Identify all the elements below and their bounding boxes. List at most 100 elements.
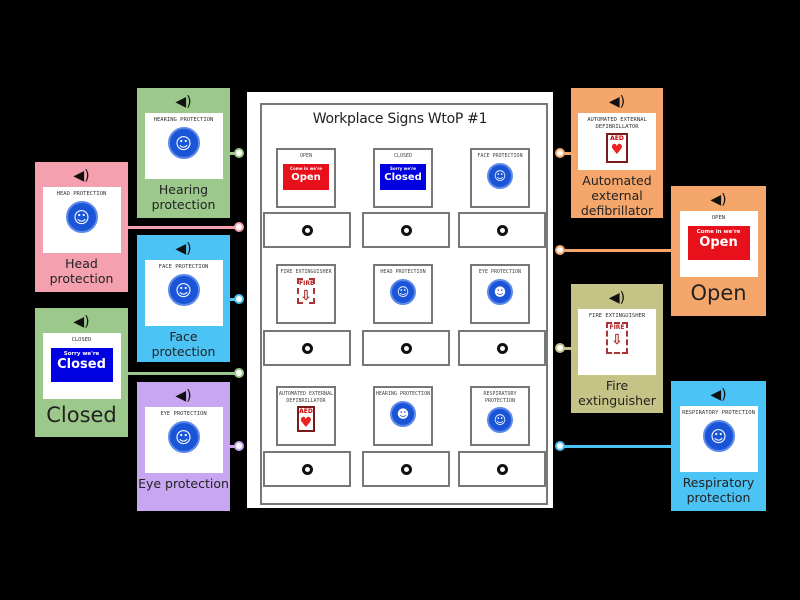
sign-box: Hearing protection☻: [373, 386, 433, 446]
drop-zone[interactable]: [458, 212, 546, 248]
connector-dot[interactable]: [555, 441, 565, 451]
card-image-caption: Hearing protection: [153, 117, 214, 123]
drop-target-ring[interactable]: [400, 463, 412, 475]
label-card-fire[interactable]: ◀)Fire extinguisherFIRE⇩Fire extinguishe…: [571, 284, 663, 413]
card-image: Respiratory protection☺: [679, 406, 758, 472]
card-label: Face protection: [151, 329, 216, 359]
aed-sign-icon: AED♥: [297, 406, 315, 432]
drop-zone[interactable]: [458, 330, 546, 366]
sign-box: Respiratory protection☺: [470, 386, 530, 446]
sign-text: FIRE: [609, 324, 625, 331]
sign-big-text: Closed: [384, 171, 422, 183]
card-label: Open: [690, 281, 747, 305]
arrow-down-icon: ⇩: [611, 332, 623, 348]
heart-icon: ♥: [299, 415, 313, 431]
label-card-hearing[interactable]: ◀) Hearing protection ☺ Hearing protection: [137, 88, 230, 218]
drop-target-ring[interactable]: [400, 342, 412, 354]
sign-caption: Head protection: [380, 269, 426, 275]
drop-zone[interactable]: [362, 451, 450, 487]
head-icon: ☺: [65, 201, 98, 233]
speaker-icon[interactable]: ◀): [175, 388, 192, 404]
drop-zone[interactable]: [263, 212, 351, 248]
card-label: Head protection: [49, 256, 114, 286]
label-card-face[interactable]: ◀)Face protection☺Face protection: [137, 235, 230, 362]
card-image-caption: Face protection: [158, 264, 209, 270]
drop-target-ring[interactable]: [400, 224, 412, 236]
arrow-down-icon: ⇩: [300, 287, 312, 304]
sign-caption: Face protection: [477, 153, 523, 159]
sign-text: AED: [299, 408, 313, 415]
hearing-icon: ☺: [167, 127, 200, 159]
connector-dot[interactable]: [234, 441, 244, 451]
label-card-resp[interactable]: ◀)Respiratory protection☺Respiratory pro…: [671, 381, 766, 511]
card-label: Hearing protection: [151, 182, 216, 212]
sign-box: Face protection☺: [470, 148, 530, 208]
connector-line: [128, 226, 239, 229]
card-image-caption: Automated external defibrillator: [587, 117, 647, 130]
connector-dot[interactable]: [234, 368, 244, 378]
connector-dot[interactable]: [234, 294, 244, 304]
resp-icon: ☺: [702, 420, 735, 452]
sign-big-text: Open: [291, 171, 321, 183]
sign-box: Eye protection☻: [470, 264, 530, 324]
drop-target-ring[interactable]: [496, 224, 508, 236]
drop-target-ring[interactable]: [496, 463, 508, 475]
sign-caption: Open: [299, 153, 313, 159]
label-card-aed[interactable]: ◀)Automated external defibrillatorAED♥Au…: [571, 88, 663, 218]
speaker-icon[interactable]: ◀): [175, 94, 192, 110]
drop-zone[interactable]: [362, 330, 450, 366]
speaker-icon[interactable]: ◀): [73, 168, 90, 184]
sign-caption: Automated external defibrillator: [278, 391, 334, 404]
connector-line: [560, 152, 571, 155]
speaker-icon[interactable]: ◀): [608, 94, 626, 110]
speaker-icon[interactable]: ◀): [175, 241, 192, 257]
card-label: Fire extinguisher: [578, 378, 656, 408]
drop-target-ring[interactable]: [301, 463, 313, 475]
sign-box: Head protection☺: [373, 264, 433, 324]
drop-zone[interactable]: [263, 451, 351, 487]
respirator-icon: ☺: [487, 407, 513, 433]
connector-line: [128, 372, 239, 375]
card-image: Head protection ☺: [42, 187, 121, 253]
speaker-icon[interactable]: ◀): [710, 192, 727, 208]
connector-dot[interactable]: [555, 245, 565, 255]
speaker-icon[interactable]: ◀): [73, 314, 90, 330]
card-image: Fire extinguisherFIRE⇩: [578, 309, 656, 375]
worksheet-title: Workplace Signs WtoP #1: [312, 111, 488, 127]
card-image-caption: Head protection: [56, 191, 107, 197]
drop-target-ring[interactable]: [301, 342, 313, 354]
card-label: Automated external defibrillator: [580, 173, 654, 218]
speaker-icon[interactable]: ◀): [710, 387, 727, 403]
drop-target-ring[interactable]: [496, 342, 508, 354]
connector-line: [560, 347, 571, 350]
connector-dot[interactable]: [234, 148, 244, 158]
sign-text: AED: [610, 135, 624, 142]
heart-icon: ♥: [610, 142, 624, 158]
label-card-head[interactable]: ◀) Head protection ☺ Head protection: [35, 162, 128, 292]
drop-zone[interactable]: [458, 451, 546, 487]
label-card-eye[interactable]: ◀)Eye protection☺Eye protection: [137, 382, 230, 511]
sign-caption: Closed: [393, 153, 413, 159]
sign-small-text: Sorry we're: [390, 165, 416, 171]
card-image: Eye protection☺: [144, 407, 223, 473]
speaker-icon[interactable]: ◀): [608, 290, 626, 306]
drop-target-ring[interactable]: [301, 224, 313, 236]
connector-dot[interactable]: [234, 222, 244, 232]
drop-zone[interactable]: [263, 330, 351, 366]
sign-box: Automated external defibrillatorAED♥: [276, 386, 336, 446]
sign-caption: Fire extinguisher: [280, 269, 332, 275]
sign-box: Fire extinguisherFIRE⇩: [276, 264, 336, 324]
connector-dot[interactable]: [555, 148, 565, 158]
drop-zone[interactable]: [362, 212, 450, 248]
connector-dot[interactable]: [555, 343, 565, 353]
sign-caption: Hearing protection: [375, 391, 431, 397]
